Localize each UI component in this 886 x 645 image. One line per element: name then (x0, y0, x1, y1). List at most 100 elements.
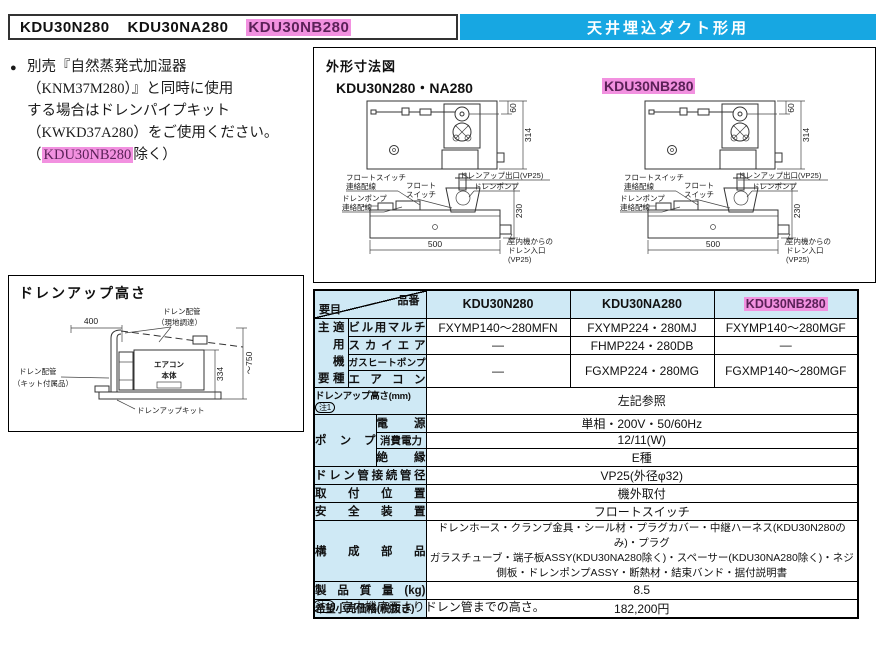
drainup-diagram: 400 ドレン配管 （現地調達） エアコン 本体 334 ～750 ドレン配管 … (13, 306, 254, 415)
cell-ghp-2: FGXMP224・280MG (569, 353, 715, 388)
column-header-model-3: KDU30NB280 (713, 289, 859, 319)
drain-up-outlet-label: ドレンアップ出口(VP25) (738, 170, 822, 180)
cell-bill-1: FXYMP140～280MFN (425, 317, 571, 337)
row-label-retail-price: 希望小売価格(税抜き) (313, 598, 427, 618)
cell-component-parts: ドレンホース・クランプ金具・シール材・プラグカバー・中継ハーネス(KDU30N2… (425, 519, 859, 582)
float-switch-label-1: フロート (406, 181, 436, 190)
row-label-gas-heat-pump: ガスヒートポンプ (347, 353, 427, 371)
model-name-3-highlight: KDU30NB280 (246, 18, 352, 36)
float-switch-wire-label-2: 連絡配線 (346, 181, 376, 191)
row-label-component-parts: 構成部品 (313, 519, 427, 582)
spec-table: 品番 要目 KDU30N280 KDU30NA280 KDU30NB280 主適… (313, 289, 859, 619)
cell-ghp-1: ― (425, 353, 571, 388)
drain-inlet-label-3: (VP25) (786, 255, 810, 264)
dimension-diagram-left: 60 314 230 500 フロートスイッチ 連絡配線 ドレンポンプ 連絡配線… (342, 100, 553, 264)
notice-line-3: する場合はドレンパイプキット (27, 103, 230, 119)
cell-mount-position: 機外取付 (425, 483, 859, 503)
row-label-pipe-diameter: ドレン管接続管径 (313, 465, 427, 485)
cell-power: 単相・200V・50/60Hz (425, 413, 859, 433)
model-name-1: KDU30N280 (20, 18, 110, 36)
applicable-models-group-label: 主適 用 機 要種 (313, 317, 349, 388)
column-header-model-2: KDU30NA280 (569, 289, 715, 319)
cell-sky-3: ― (713, 335, 859, 355)
corner-hinban-label: 品番 (397, 295, 420, 307)
drain-up-outlet-label: ドレンアップ出口(VP25) (460, 170, 544, 180)
row-label-product-weight: 製品質量(kg) (313, 580, 427, 600)
drain-inlet-label-2: ドレン入口 (508, 246, 546, 255)
notice-text: 別売『自然蒸発式加湿器 （KNM37M280）』と同時に使用 する場合はドレンパ… (10, 56, 310, 166)
kit-pipe-label-1: ドレン配管 (19, 366, 57, 376)
unit-label-1: エアコン (154, 360, 184, 369)
site-pipe-label-2: （現地調達） (157, 317, 202, 327)
note1-badge: 注1 (315, 401, 335, 413)
drain-pump-label: ドレンポンプ (752, 182, 797, 191)
footnote-text: 室内機底面よりドレン管までの高さ。 (341, 600, 545, 614)
drain-inlet-label-2: ドレン入口 (786, 246, 824, 255)
column-header-model-1: KDU30N280 (425, 289, 571, 319)
drainup-title: ドレンアップ高さ (19, 285, 147, 301)
dim-500-label: 500 (706, 239, 720, 249)
float-switch-wire-label-1: フロートスイッチ (624, 173, 684, 182)
notice-highlight-model: KDU30NB280 (41, 147, 134, 163)
row-label-safety-device: 安全装置 (313, 501, 427, 521)
drain-pump-label: ドレンポンプ (474, 182, 519, 191)
row-label-mount-position: 取付位置 (313, 483, 427, 503)
cell-sky-2: FHMP224・280DB (569, 335, 715, 355)
dim-334-label: 334 (215, 367, 225, 381)
row-label-skyair: スカイエア (347, 335, 427, 355)
cell-ghp-3: FGXMP140～280MGF (713, 353, 859, 388)
notice-line-4: （KWKD37A280）をご使用ください。 (27, 125, 279, 141)
cell-drainup-height: 左記参照 (425, 386, 859, 415)
outline-drawing-box: 外形寸法図 KDU30N280・NA280 KDU30NB280 60 314 (313, 47, 876, 283)
unit-label-2: 本体 (161, 370, 177, 380)
pump-wire-label-1: ドレンポンプ (620, 194, 665, 203)
float-switch-label-1: フロート (684, 181, 714, 190)
outline-title: 外形寸法図 (326, 59, 397, 74)
drainup-height-box: ドレンアップ高さ 400 ドレン配管 （現地調達） エアコン 本体 334 ～7… (8, 275, 304, 432)
dimension-diagram-right: 60 314 230 500 フロートスイッチ 連絡配線 ドレンポンプ 連絡配線… (620, 100, 831, 264)
drainup-kit-label: ドレンアップキット (137, 406, 205, 415)
cell-consumption: 12/11(W) (425, 431, 859, 449)
cell-sky-1: ― (425, 335, 571, 355)
kit-pipe-label-2: （キット付属品） (13, 378, 73, 388)
dim-314-label: 314 (801, 128, 811, 142)
pump-wire-label-2: 連絡配線 (342, 202, 372, 212)
row-label-drainup-height: ドレンアップ高さ(mm)注1 (313, 386, 427, 415)
cell-retail-price: 182,200円 (425, 598, 859, 618)
dim-230-label: 230 (792, 204, 802, 218)
pump-wire-label-1: ドレンポンプ (342, 194, 387, 203)
site-pipe-label-1: ドレン配管 (163, 306, 201, 316)
bullet-icon: ● (10, 62, 17, 74)
category-label: 天井埋込ダクト形用 (586, 19, 749, 37)
float-switch-wire-label-2: 連絡配線 (624, 181, 654, 191)
row-label-building-multi: ビル用マルチ (347, 317, 427, 337)
row-label-insulation: 絶縁 (375, 447, 427, 467)
drain-inlet-label-1: 室内機からの (786, 236, 831, 246)
dim-400-label: 400 (84, 316, 98, 326)
row-label-aircon: エアコン (347, 369, 427, 388)
cell-insulation: E種 (425, 447, 859, 467)
notice-block: ● 別売『自然蒸発式加湿器 （KNM37M280）』と同時に使用 する場合はドレ… (10, 56, 310, 166)
cell-product-weight: 8.5 (425, 580, 859, 600)
cell-bill-2: FXYMP224・280MJ (569, 317, 715, 337)
footnote: 注1 室内機底面よりドレン管までの高さ。 (313, 598, 545, 615)
drain-inlet-label-1: 室内機からの (508, 236, 553, 246)
dim-750-label: ～750 (244, 351, 254, 374)
float-switch-label-2: スイッチ (406, 190, 436, 199)
header-category-banner: 天井埋込ダクト形用 (460, 14, 876, 40)
notice-line-2: （KNM37M280）』と同時に使用 (27, 81, 234, 97)
dim-500-label: 500 (428, 239, 442, 249)
pump-wire-label-2: 連絡配線 (620, 202, 650, 212)
cell-pipe-diameter: VP25(外径φ32) (425, 465, 859, 485)
footnote-note1-badge: 注1 (313, 600, 336, 613)
dim-230-label: 230 (514, 204, 524, 218)
float-switch-label-2: スイッチ (684, 190, 714, 199)
cell-bill-3: FXYMP140～280MGF (713, 317, 859, 337)
pump-group-label: ポンプ (313, 413, 377, 467)
notice-line-1: 別売『自然蒸発式加湿器 (27, 59, 187, 75)
dim-60-label: 60 (508, 103, 518, 113)
row-label-power: 電源 (375, 413, 427, 433)
table-corner-cell: 品番 要目 (313, 289, 427, 319)
model-name-2: KDU30NA280 (127, 18, 229, 36)
